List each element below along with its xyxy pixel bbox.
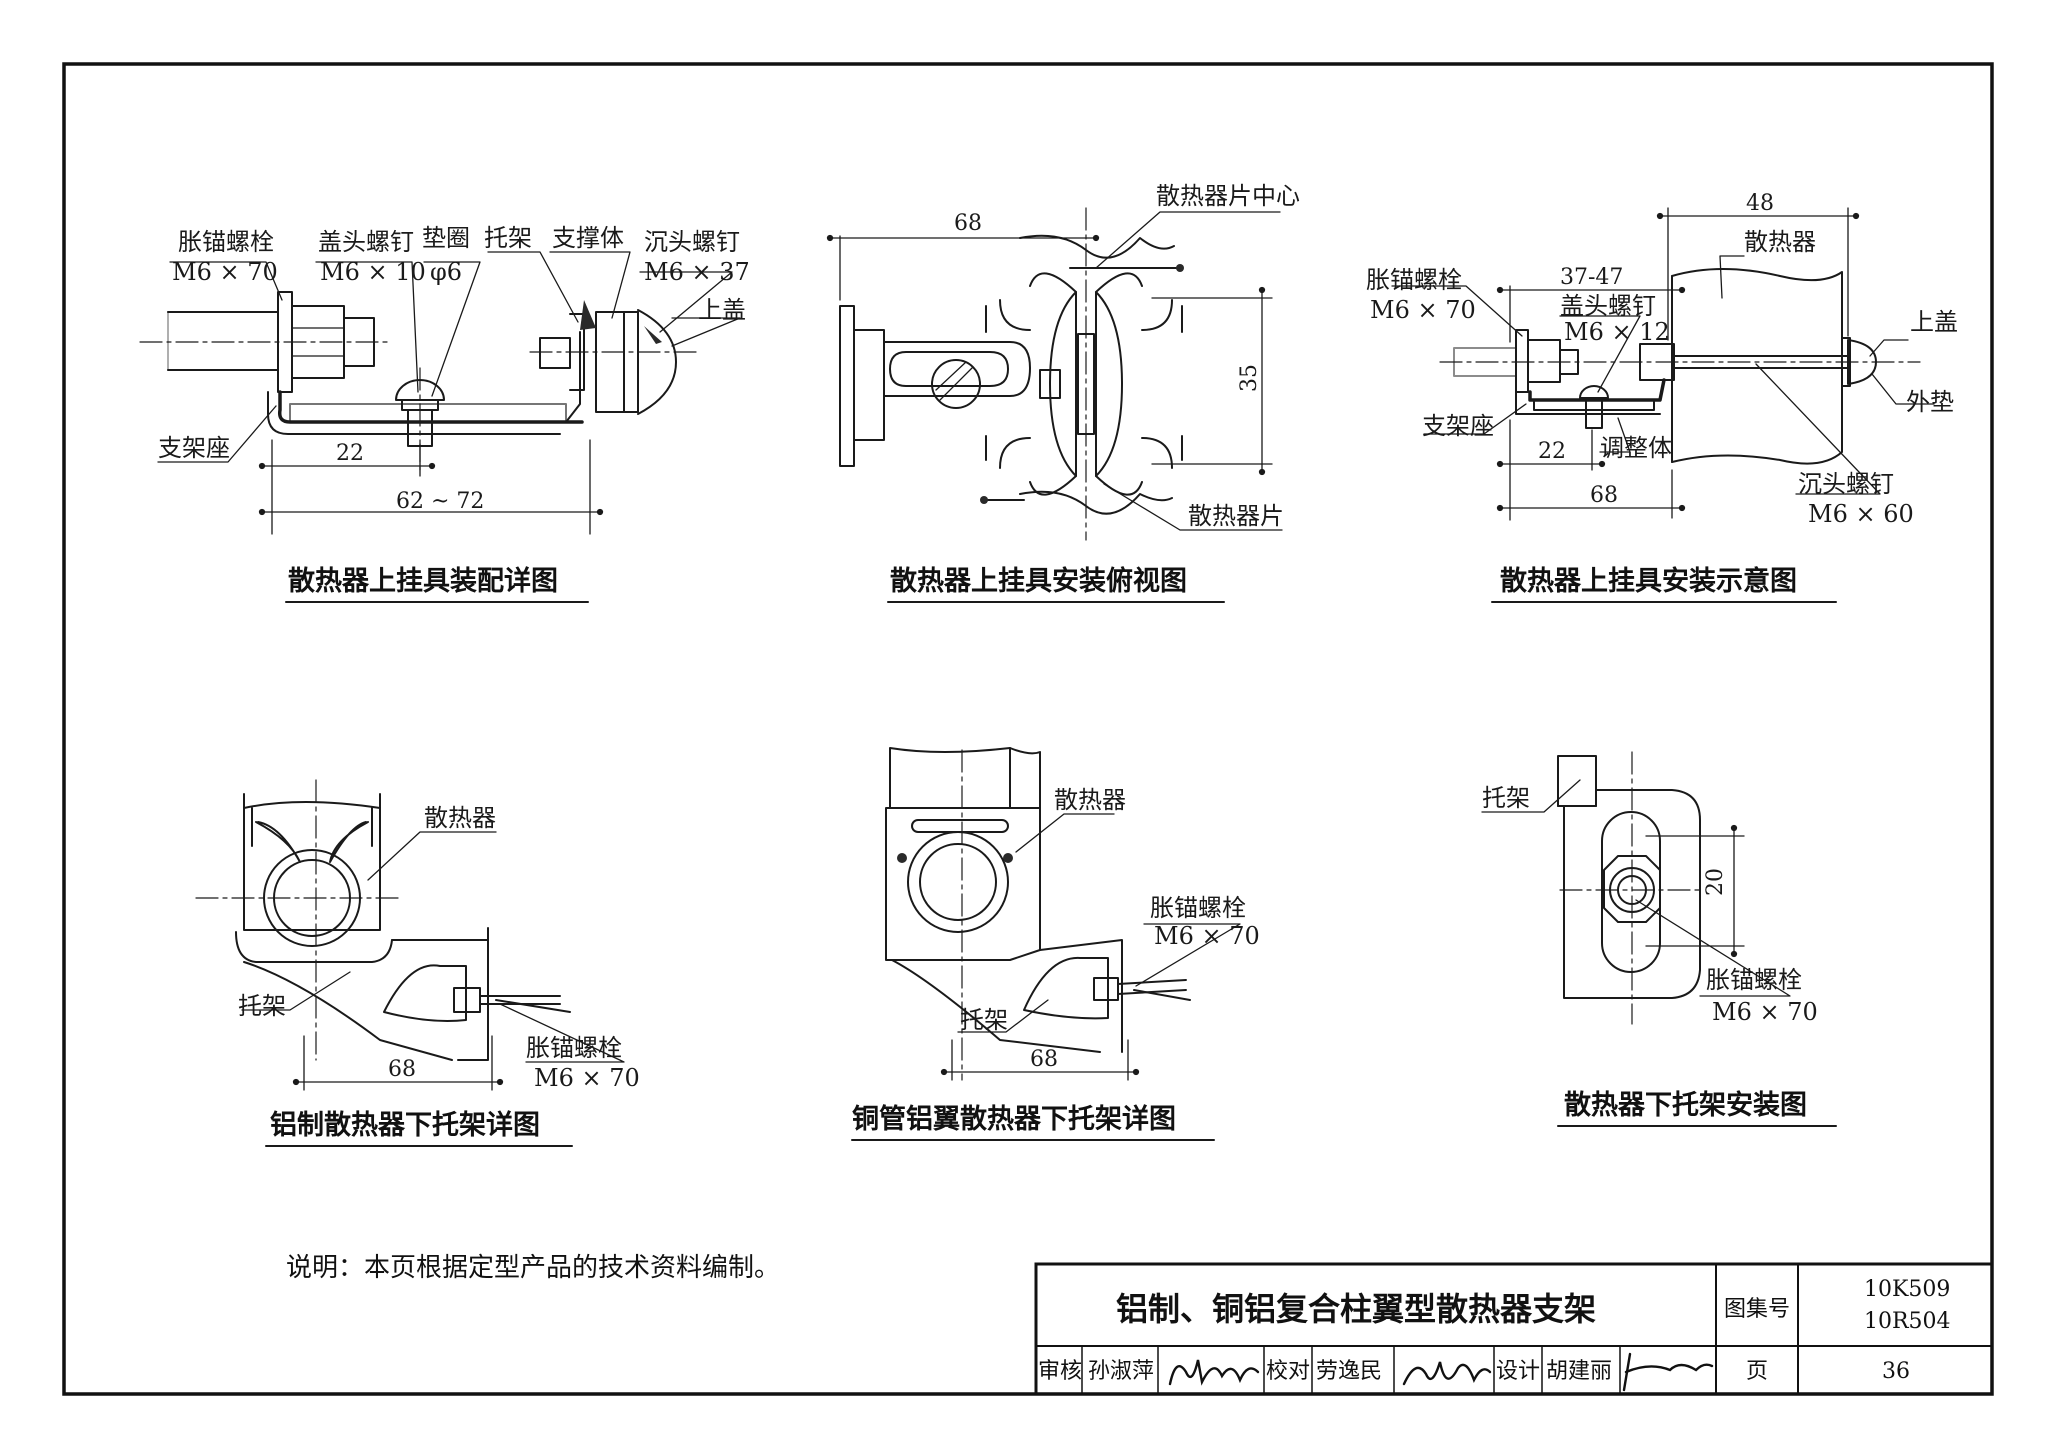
br-label-anchor-bolt-spec: M6 × 70 — [1712, 998, 1818, 1026]
designer-signature — [1622, 1352, 1714, 1392]
view-top-right-install: 48 37-47 22 68 胀锚螺栓 M6 × 70 散热器 盖头螺钉 M6 … — [1366, 191, 1958, 603]
tc-label-fin-center: 散热器片中心 — [1156, 182, 1300, 210]
tr-label-anchor-bolt: 胀锚螺栓 — [1366, 266, 1462, 294]
br-dim-20: 20 — [1703, 868, 1728, 896]
bl-label-anchor-bolt-spec: M6 × 70 — [534, 1064, 640, 1092]
tc-dim-35: 35 — [1237, 364, 1262, 392]
tr-label-base: 支架座 — [1422, 412, 1494, 440]
checker-name: 劳逸民 — [1316, 1359, 1382, 1384]
bl-label-anchor-bolt: 胀锚螺栓 — [526, 1034, 622, 1062]
view-bottom-center-bracket: 68 散热器 托架 胀锚螺栓 M6 × 70 铜管铝翼散热器下托架详图 — [851, 747, 1260, 1141]
title-block-title: 铝制、铜铝复合柱翼型散热器支架 — [1116, 1290, 1596, 1328]
tr-dim-37-47: 37-47 — [1560, 265, 1623, 290]
bc-label-bracket: 托架 — [960, 1006, 1008, 1034]
tl-label-washer: 垫圈 — [422, 224, 470, 252]
title-block: 铝制、铜铝复合柱翼型散热器支架 图集号 10K509 10R504 页 36 审… — [1034, 1262, 1994, 1396]
bl-label-bracket: 托架 — [238, 992, 286, 1020]
designer-name: 胡建丽 — [1546, 1359, 1612, 1384]
tr-label-cap-screw-spec: M6 × 12 — [1564, 318, 1670, 346]
tl-label-support: 支撑体 — [552, 224, 624, 252]
br-caption: 散热器下托架安装图 — [1564, 1090, 1807, 1121]
page-label: 页 — [1746, 1359, 1768, 1384]
view-top-left-assembly: 22 62 ~ 72 胀锚螺栓 M6 × 70 盖头螺钉 M6 × 10 垫圈 … — [139, 224, 750, 603]
reviewer-signature — [1168, 1359, 1260, 1386]
view-bottom-left-bracket: 68 散热器 托架 胀锚螺栓 M6 × 70 铝制散热器下托架详图 — [195, 779, 640, 1147]
tr-label-cap-screw: 盖头螺钉 — [1560, 292, 1656, 320]
view-top-center-plan: 68 35 散热器片中心 散热器片 散热器上挂具安装俯视图 — [826, 182, 1300, 603]
tr-label-anchor-bolt-spec: M6 × 70 — [1370, 296, 1476, 324]
br-label-bracket: 托架 — [1482, 784, 1530, 812]
tr-dim-22: 22 — [1538, 439, 1566, 464]
tr-label-outer-washer: 外垫 — [1906, 388, 1954, 416]
bc-caption: 铜管铝翼散热器下托架详图 — [852, 1103, 1176, 1135]
tr-label-radiator: 散热器 — [1744, 228, 1816, 256]
sheet-border — [62, 62, 1994, 1396]
tl-label-cap-screw-spec: M6 × 10 — [320, 258, 426, 286]
bc-label-anchor-bolt-spec: M6 × 70 — [1154, 922, 1260, 950]
reviewer-name: 孙淑萍 — [1088, 1359, 1154, 1384]
tr-caption: 散热器上挂具安装示意图 — [1500, 565, 1797, 597]
sheet-note: 说明：本页根据定型产品的技术资料编制。 — [286, 1253, 780, 1283]
tr-dim-68: 68 — [1590, 483, 1618, 508]
tl-label-anchor-bolt-spec: M6 × 70 — [172, 258, 278, 286]
atlas-number-2: 10R504 — [1864, 1309, 1951, 1334]
br-label-anchor-bolt: 胀锚螺栓 — [1706, 966, 1802, 994]
tl-label-base: 支架座 — [158, 434, 230, 462]
bl-label-radiator: 散热器 — [424, 804, 496, 832]
tl-label-countersunk: 沉头螺钉 — [644, 228, 740, 256]
bl-caption: 铝制散热器下托架详图 — [270, 1109, 540, 1141]
tl-caption: 散热器上挂具装配详图 — [288, 565, 558, 597]
tl-dim-22: 22 — [336, 441, 364, 466]
bl-dim-68: 68 — [388, 1057, 416, 1082]
page-number: 36 — [1882, 1359, 1910, 1384]
check-label: 校对 — [1266, 1359, 1310, 1384]
tl-label-anchor-bolt: 胀锚螺栓 — [178, 228, 274, 256]
tc-caption: 散热器上挂具安装俯视图 — [890, 565, 1187, 597]
tr-label-top-cover: 上盖 — [1910, 308, 1958, 336]
review-label: 审核 — [1038, 1359, 1082, 1384]
atlas-number-1: 10K509 — [1864, 1277, 1950, 1302]
tl-label-countersunk-spec: M6 × 37 — [644, 258, 750, 286]
tr-dim-48: 48 — [1746, 191, 1774, 216]
tc-label-fin: 散热器片 — [1188, 502, 1284, 530]
atlas-label: 图集号 — [1724, 1297, 1790, 1322]
view-bottom-right-install: 20 托架 胀锚螺栓 M6 × 70 散热器下托架安装图 — [1481, 751, 1837, 1127]
bc-label-anchor-bolt: 胀锚螺栓 — [1150, 894, 1246, 922]
tl-label-bracket: 托架 — [484, 224, 532, 252]
tc-dim-68: 68 — [954, 211, 982, 236]
tl-label-washer-spec: φ6 — [430, 258, 462, 286]
design-label: 设计 — [1496, 1359, 1540, 1384]
tl-dim-62-72: 62 ~ 72 — [396, 489, 484, 514]
tr-label-adjuster: 调整体 — [1600, 434, 1672, 462]
tl-label-top-cover: 上盖 — [698, 296, 746, 324]
tr-label-countersunk: 沉头螺钉 — [1798, 470, 1894, 498]
bc-label-radiator: 散热器 — [1054, 786, 1126, 814]
bc-dim-68: 68 — [1030, 1047, 1058, 1072]
tr-label-countersunk-spec: M6 × 60 — [1808, 500, 1914, 528]
checker-signature — [1402, 1361, 1492, 1386]
tl-label-cap-screw: 盖头螺钉 — [318, 228, 414, 256]
